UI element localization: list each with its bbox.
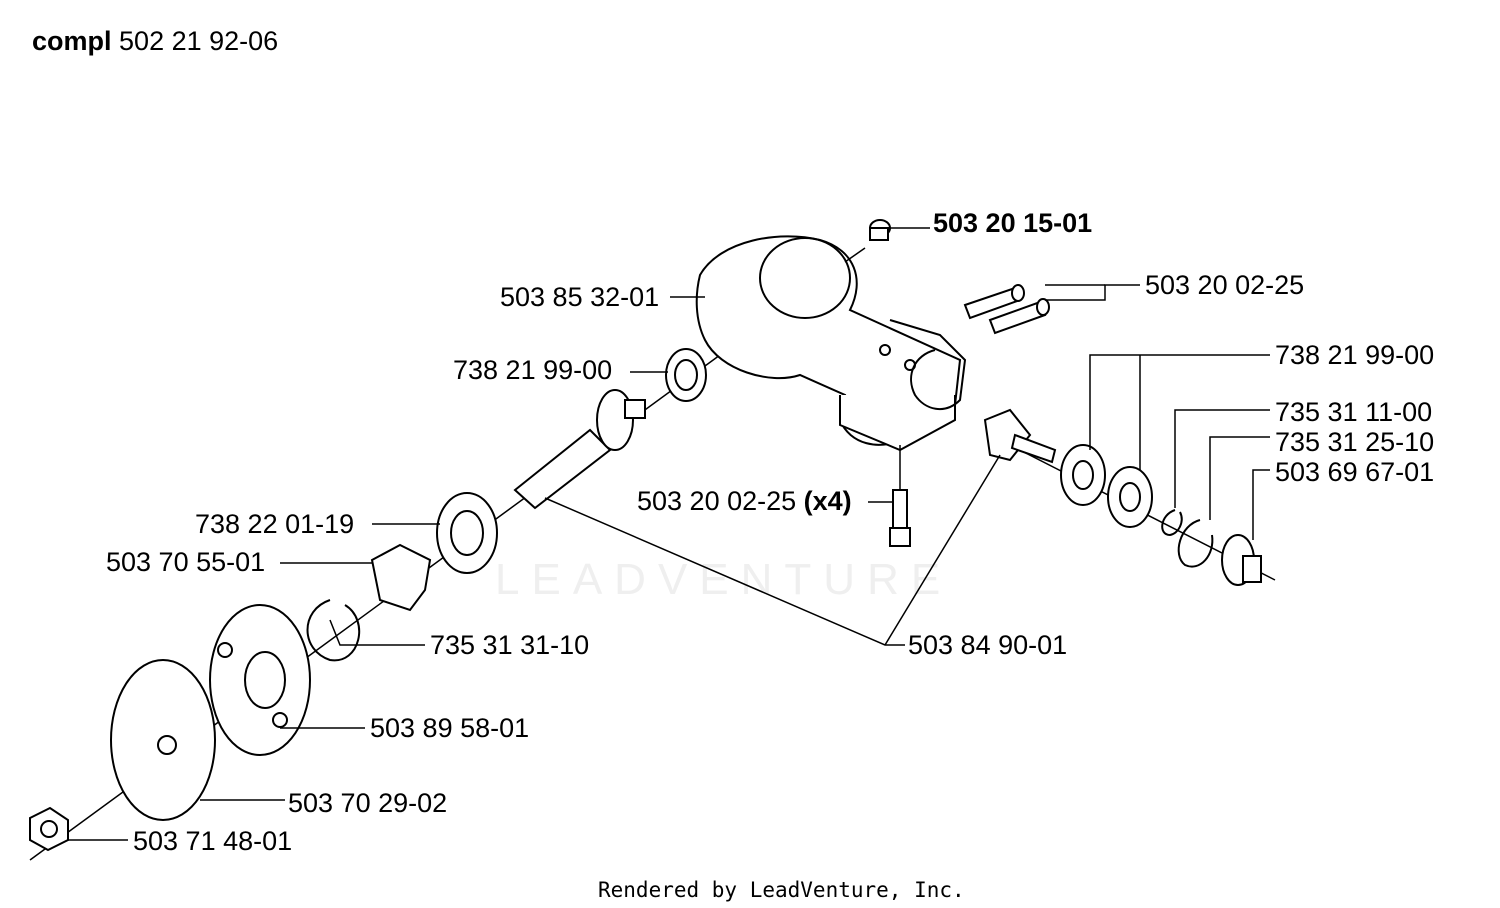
watermark-text: LEADVENTURE <box>495 555 953 604</box>
callout-circlip-left[interactable]: 735 31 31-10 <box>430 630 590 660</box>
drive-disc-part[interactable] <box>209 604 311 756</box>
support-cup-part[interactable] <box>110 659 216 821</box>
callout-clamp-screws[interactable]: 503 20 02-25 <box>1145 270 1305 300</box>
callout-bearing-upper[interactable]: 738 21 99-00 <box>453 355 613 385</box>
circlip-large-part[interactable] <box>1177 519 1214 568</box>
callout-gear-housing[interactable]: 503 85 32-01 <box>500 282 660 312</box>
leader-lines <box>68 227 1270 841</box>
lower-screw-part[interactable] <box>889 489 911 547</box>
callout-plug[interactable]: 503 20 15-01 <box>933 208 1093 238</box>
callout-circlip-large[interactable]: 735 31 25-10 <box>1275 427 1435 457</box>
callout-lower-screw[interactable]: 503 20 02-25 (x4) <box>637 486 852 516</box>
lower-screw-number: 503 20 02-25 <box>637 486 797 516</box>
circlip-left-part[interactable] <box>306 599 361 662</box>
gear-housing-part[interactable] <box>695 235 967 452</box>
end-cap-part[interactable] <box>1221 534 1262 586</box>
bearing-upper-part[interactable] <box>665 348 707 402</box>
callout-circlip-small[interactable]: 735 31 11-00 <box>1275 397 1433 427</box>
callout-bearings-right[interactable]: 738 21 99-00 <box>1275 340 1435 370</box>
bevel-gear-part[interactable] <box>983 408 1057 464</box>
callout-lock-washer[interactable]: 503 70 55-01 <box>106 547 266 577</box>
lower-screw-qty: (x4) <box>803 486 852 516</box>
lock-washer-part[interactable] <box>370 543 432 612</box>
bearing-right-2-part[interactable] <box>1107 466 1153 528</box>
callout-gear-set[interactable]: 503 84 90-01 <box>908 630 1068 660</box>
seal-bearing-part[interactable] <box>436 492 498 574</box>
footer-credit: Rendered by LeadVenture, Inc. <box>598 878 965 902</box>
callout-end-cap[interactable]: 503 69 67-01 <box>1275 457 1435 487</box>
pinion-shaft-part[interactable] <box>513 389 646 510</box>
assembly-header: compl 502 21 92-06 <box>32 26 278 56</box>
callout-seal-bearing[interactable]: 738 22 01-19 <box>195 509 355 539</box>
callout-drive-disc[interactable]: 503 89 58-01 <box>370 713 530 743</box>
header-number: 502 21 92-06 <box>119 26 279 56</box>
nut-part[interactable] <box>29 806 69 852</box>
callout-nut[interactable]: 503 71 48-01 <box>133 826 293 856</box>
plug-part[interactable] <box>844 219 891 263</box>
circlip-small-part[interactable] <box>1161 509 1183 537</box>
bearing-right-1-part[interactable] <box>1060 444 1106 506</box>
callout-support-cup[interactable]: 503 70 29-02 <box>288 788 448 818</box>
header-prefix: compl <box>32 26 112 56</box>
clamp-screws-part[interactable] <box>963 284 1050 335</box>
